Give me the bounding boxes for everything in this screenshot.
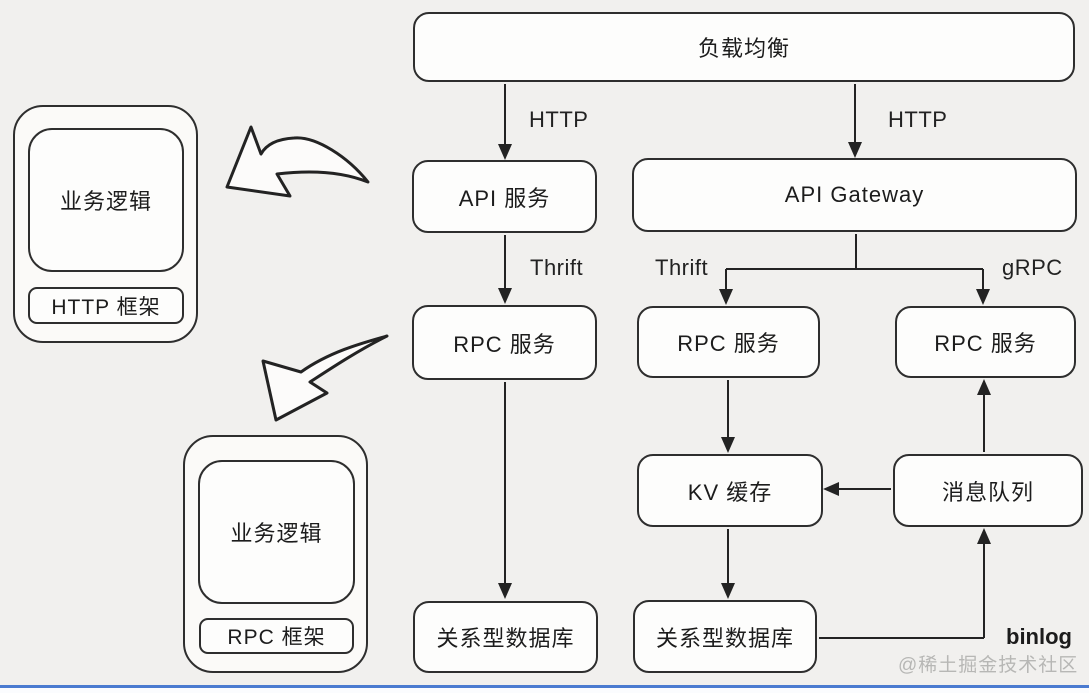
group-http-framework-stack: 业务逻辑 HTTP 框架 (13, 105, 198, 343)
node-rpc-service-right: RPC 服务 (895, 306, 1076, 378)
node-rpc-framework: RPC 框架 (199, 618, 354, 654)
arrowhead-up (977, 528, 991, 544)
node-api-service: API 服务 (412, 160, 597, 233)
node-kv-cache: KV 缓存 (637, 454, 823, 527)
swoosh-arrow-to-http-framework (225, 125, 370, 198)
swoosh-arrow-to-rpc-framework (261, 334, 389, 422)
edge-label-http-right: HTTP (888, 107, 948, 132)
watermark: @稀土掘金技术社区 (898, 655, 1079, 676)
arrowhead-down (721, 583, 735, 599)
node-api-gateway: API Gateway (632, 158, 1077, 232)
group-rpc-framework-stack: 业务逻辑 RPC 框架 (183, 435, 368, 673)
arrowhead-left (823, 482, 839, 496)
node-message-queue: 消息队列 (893, 454, 1083, 527)
bottom-divider-line (0, 685, 1089, 688)
arrowhead-down (976, 289, 990, 305)
edge-label-http-left: HTTP (529, 107, 589, 132)
edge-label-grpc: gRPC (1002, 255, 1063, 280)
arrowhead-down (719, 289, 733, 305)
arrowhead-down (848, 142, 862, 158)
edge-db-mid-binlog-to-mq (819, 543, 985, 639)
arrowhead-down (721, 437, 735, 453)
edge-label-thrift-mid: Thrift (655, 255, 709, 280)
node-business-logic-bottom: 业务逻辑 (198, 460, 355, 604)
node-rpc-service-mid: RPC 服务 (637, 306, 820, 378)
node-relational-db-mid: 关系型数据库 (633, 600, 817, 673)
node-business-logic-top: 业务逻辑 (28, 128, 184, 272)
edge-label-binlog: binlog (1006, 624, 1072, 649)
node-relational-db-left: 关系型数据库 (413, 601, 598, 673)
arrowhead-down (498, 144, 512, 160)
edge-label-thrift-left: Thrift (530, 255, 584, 280)
node-rpc-service-left: RPC 服务 (412, 305, 597, 380)
arrowhead-up (977, 379, 991, 395)
node-load-balancer: 负载均衡 (413, 12, 1075, 82)
node-http-framework: HTTP 框架 (28, 287, 184, 324)
arrowhead-down (498, 583, 512, 599)
arrowhead-down (498, 288, 512, 304)
bottom-strip (0, 688, 1089, 693)
